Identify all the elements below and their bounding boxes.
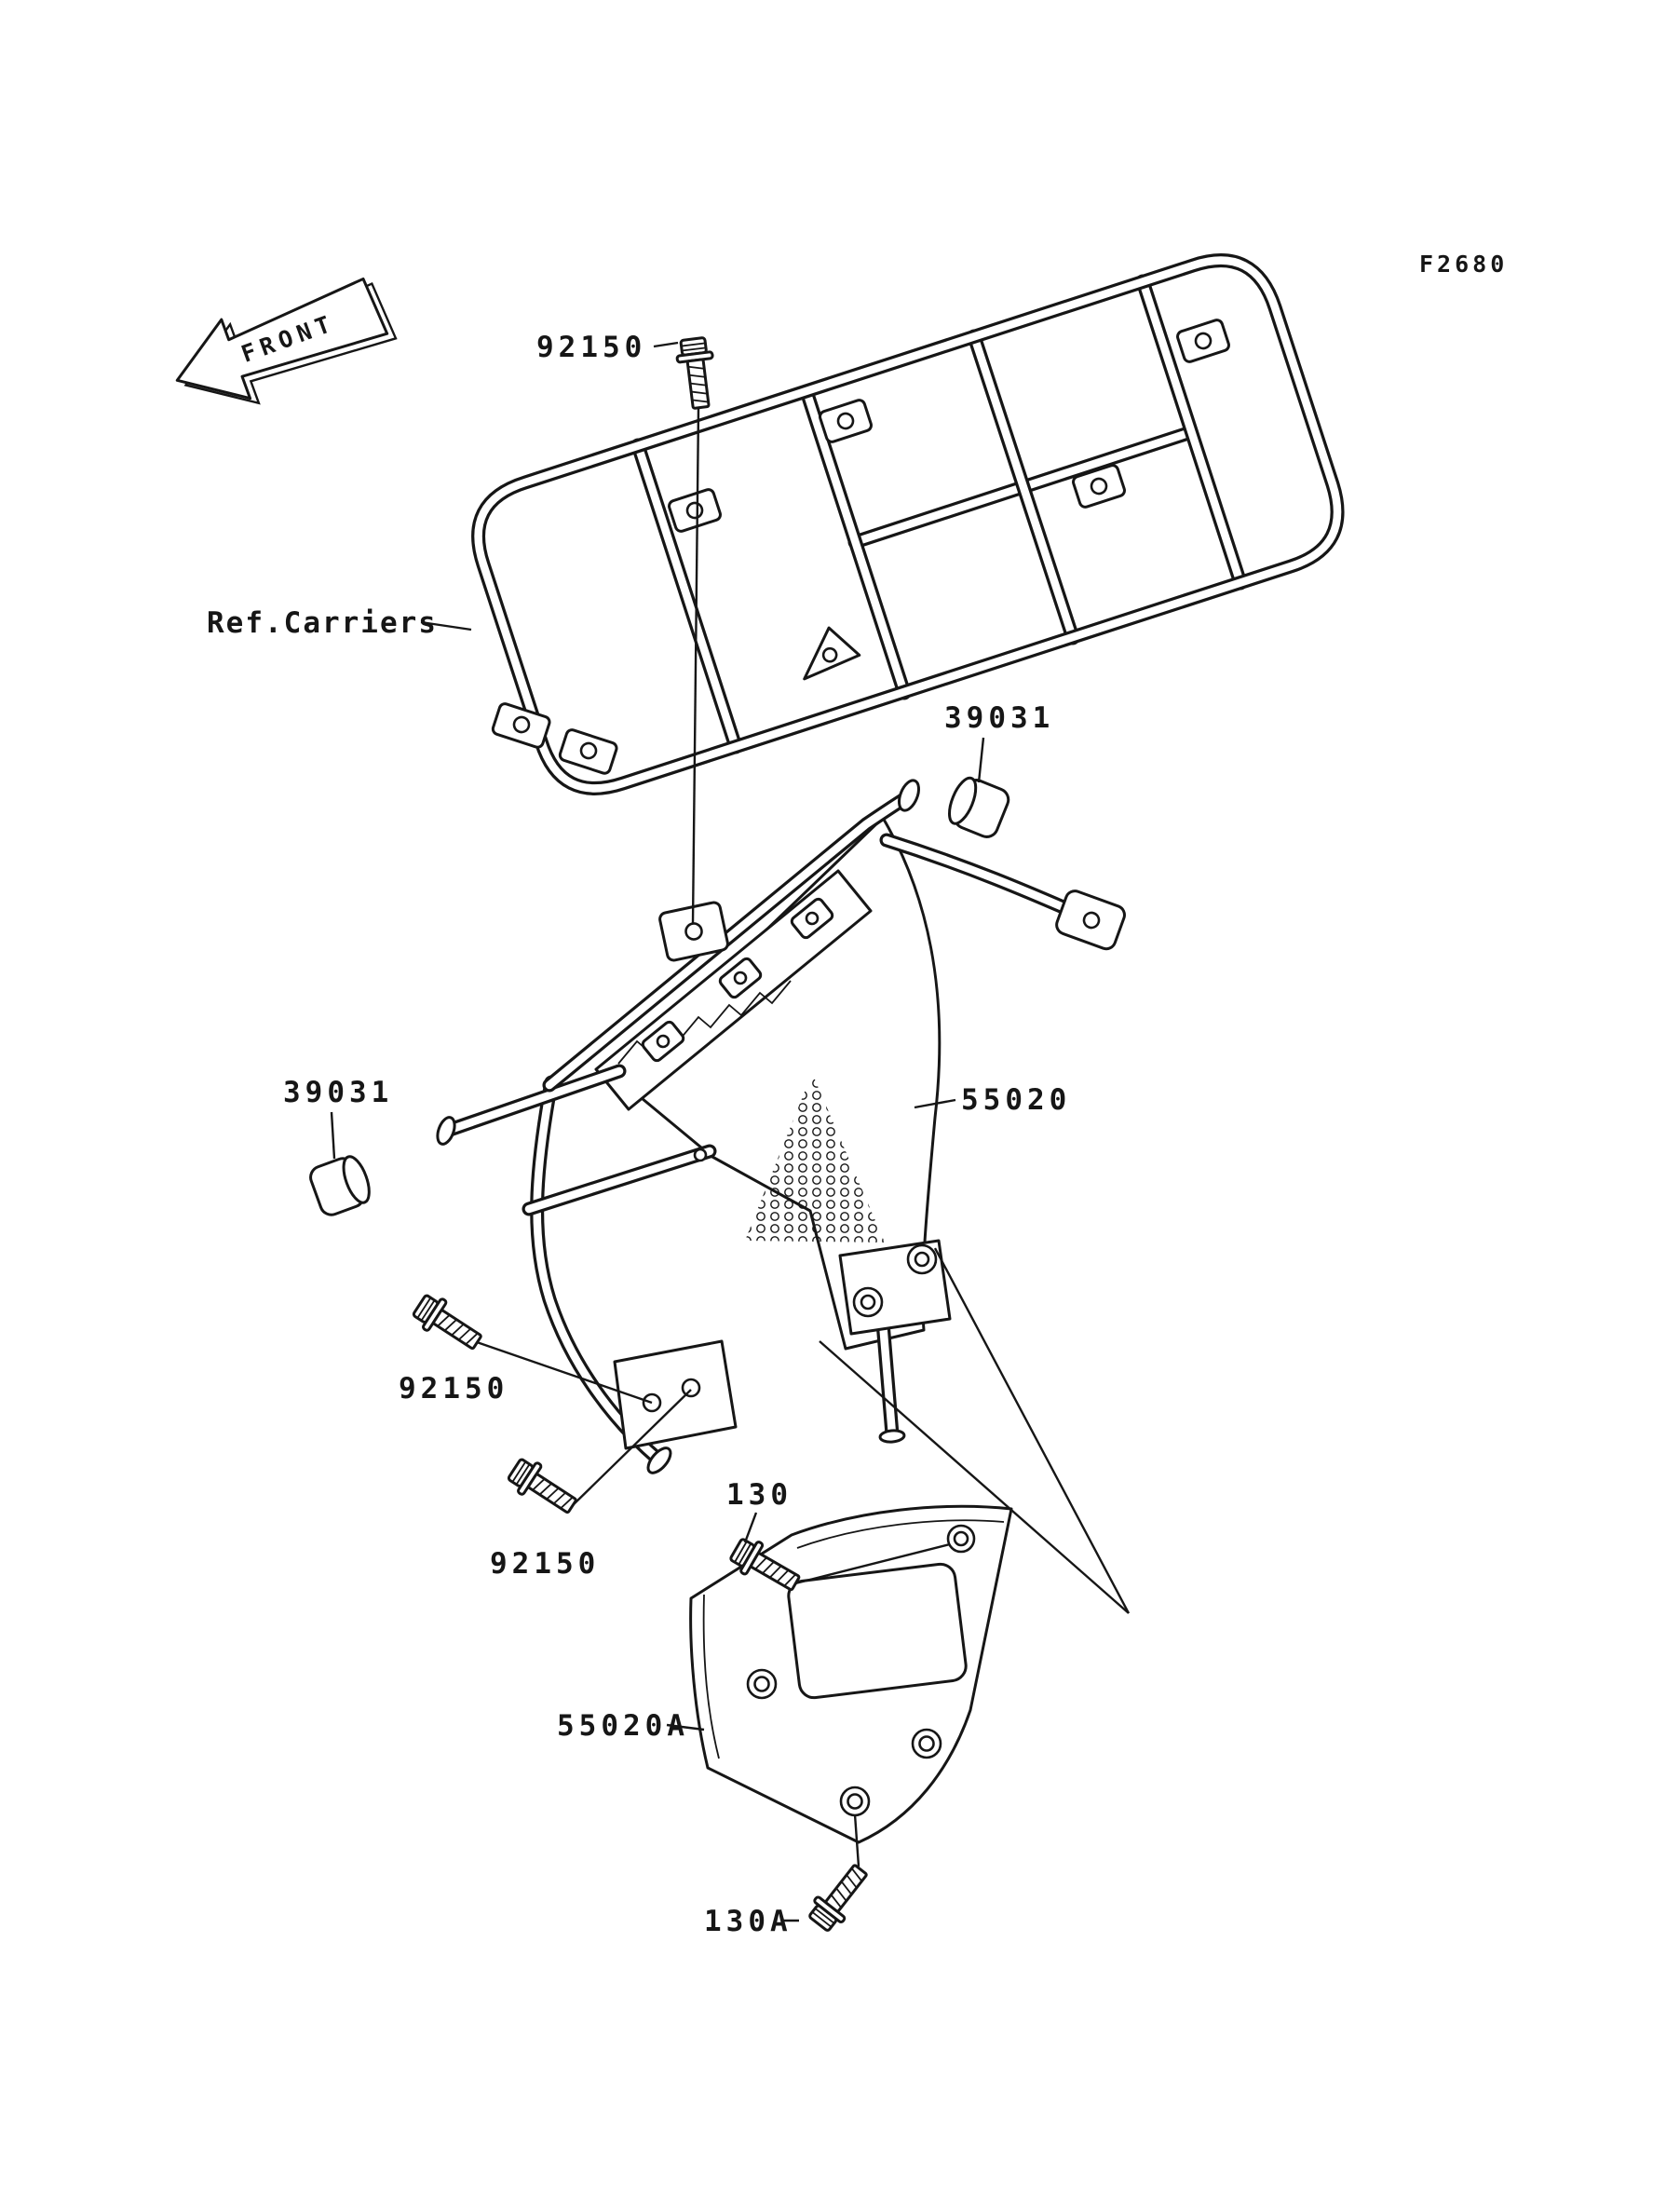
cap-39031-left xyxy=(309,1155,371,1216)
guard-step-tab xyxy=(790,897,834,940)
label-130A: 130A xyxy=(704,1905,793,1938)
rack-mount-tab xyxy=(491,702,551,749)
guard-bottom-bracket xyxy=(838,1239,952,1336)
front-direction-arrow: FRONT xyxy=(175,277,398,405)
guard-frame xyxy=(436,779,1126,1474)
bolt-92150-lower xyxy=(503,1452,584,1523)
guard-plate xyxy=(689,1504,1013,1844)
plate-opening xyxy=(787,1562,968,1700)
label-92150-top: 92150 xyxy=(536,331,646,364)
label-ref-carriers: Ref.Carriers xyxy=(207,606,438,640)
bolt-130A xyxy=(803,1857,876,1936)
plate-grommet xyxy=(746,1668,778,1700)
guard-arm-tab xyxy=(1055,890,1126,951)
rack-bracket xyxy=(668,488,722,533)
plate-grommet xyxy=(839,1786,871,1817)
label-39031-left: 39031 xyxy=(283,1076,393,1109)
rack-mount-tab xyxy=(558,728,618,775)
rack-bracket xyxy=(1176,319,1230,363)
label-55020A: 55020A xyxy=(557,1709,689,1743)
label-92150-mid: 92150 xyxy=(399,1372,508,1406)
label-92150-lower: 92150 xyxy=(490,1547,600,1581)
leader-lines xyxy=(476,407,1131,1867)
figure-code: F2680 xyxy=(1419,251,1508,278)
bolt-92150-top xyxy=(673,335,721,412)
guard-step-tab xyxy=(641,1020,685,1063)
bolt-92150-mid xyxy=(408,1288,489,1359)
cap-39031-right xyxy=(947,776,1010,838)
label-39031-right: 39031 xyxy=(944,701,1054,735)
rack-gusset xyxy=(803,626,861,681)
guard-step-tab xyxy=(718,957,763,999)
mesh-panel xyxy=(745,1073,885,1243)
plate-grommet xyxy=(911,1728,942,1759)
part-labels: F2680 92150 Ref.Carriers 39031 39031 550… xyxy=(207,251,1508,1938)
label-130: 130 xyxy=(726,1478,793,1512)
label-55020: 55020 xyxy=(961,1083,1071,1117)
plate-grommet xyxy=(946,1524,976,1554)
rack-bracket xyxy=(1072,464,1126,509)
guard-lower-bracket xyxy=(613,1339,738,1450)
carrier-rack xyxy=(471,253,1345,795)
rack-bracket xyxy=(819,399,873,443)
